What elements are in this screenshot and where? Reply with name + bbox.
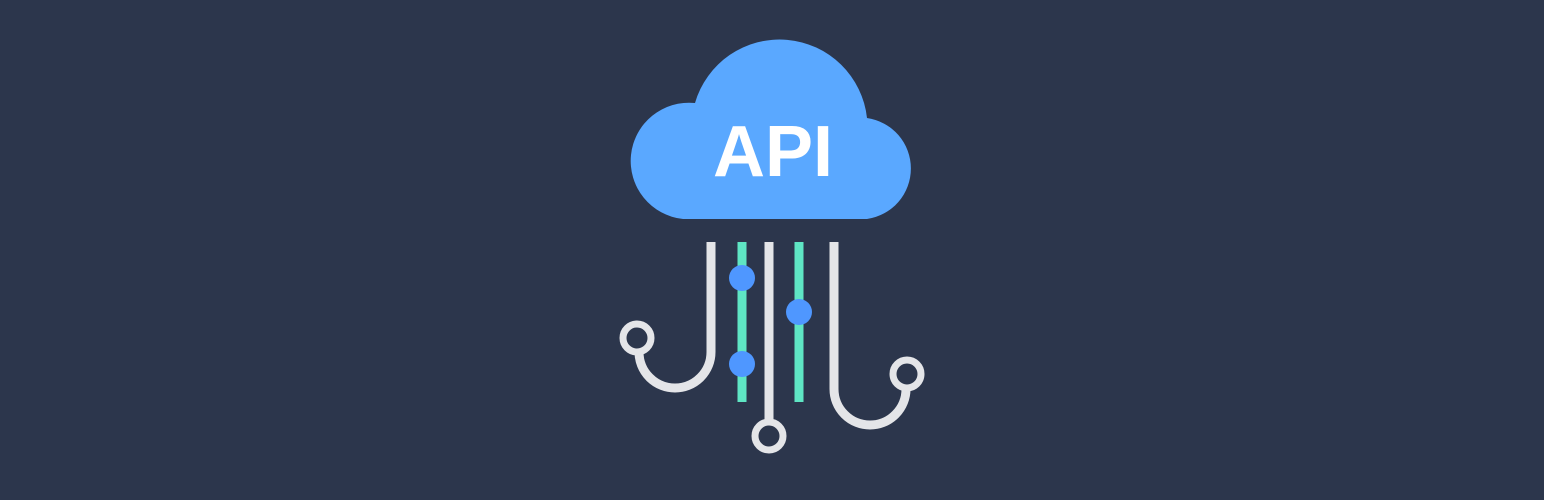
right-hook-wire	[829, 242, 911, 430]
circuit-lines-icon	[619, 242, 925, 454]
cloud-icon: API	[630, 39, 911, 219]
cloud-shape	[630, 39, 911, 219]
api-label: API	[713, 112, 833, 192]
signal-node	[729, 351, 755, 377]
left-hook-wire	[634, 242, 716, 393]
left-hook-node	[619, 320, 655, 356]
right-hook-node	[889, 356, 925, 392]
signal-node	[729, 265, 755, 291]
signal-node	[786, 299, 812, 325]
center-wire-node	[751, 418, 787, 454]
